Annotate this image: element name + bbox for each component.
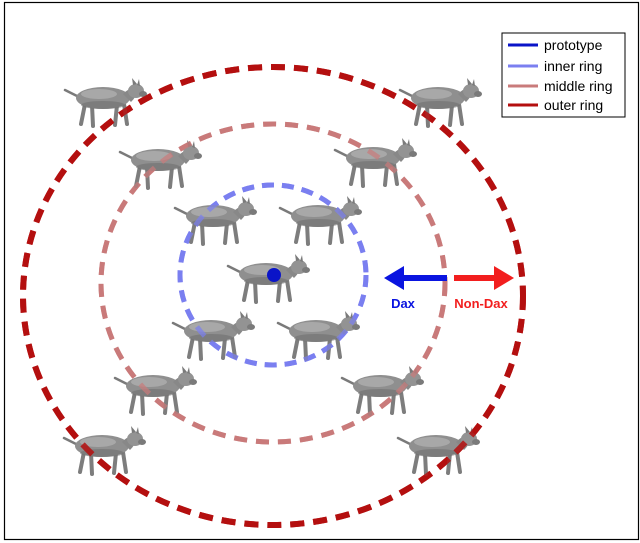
legend-box	[501, 32, 626, 118]
dax-label: Dax	[391, 296, 416, 311]
legend-label-outer-ring: outer ring	[544, 97, 603, 113]
legend: prototype inner ring middle ring outer r…	[501, 32, 626, 118]
outer-ring-overlay	[20, 64, 526, 528]
non-dax-arrow: Non-Dax	[454, 266, 514, 311]
legend-label-prototype: prototype	[544, 37, 603, 53]
prototype-dot-icon	[267, 268, 281, 282]
inner-ring-overlay	[177, 182, 369, 368]
legend-label-middle-ring: middle ring	[544, 78, 612, 94]
legend-label-inner-ring: inner ring	[544, 58, 602, 74]
dax-arrow: Dax	[384, 266, 447, 311]
middle-ring-overlay	[98, 121, 448, 445]
non-dax-label: Non-Dax	[454, 296, 508, 311]
